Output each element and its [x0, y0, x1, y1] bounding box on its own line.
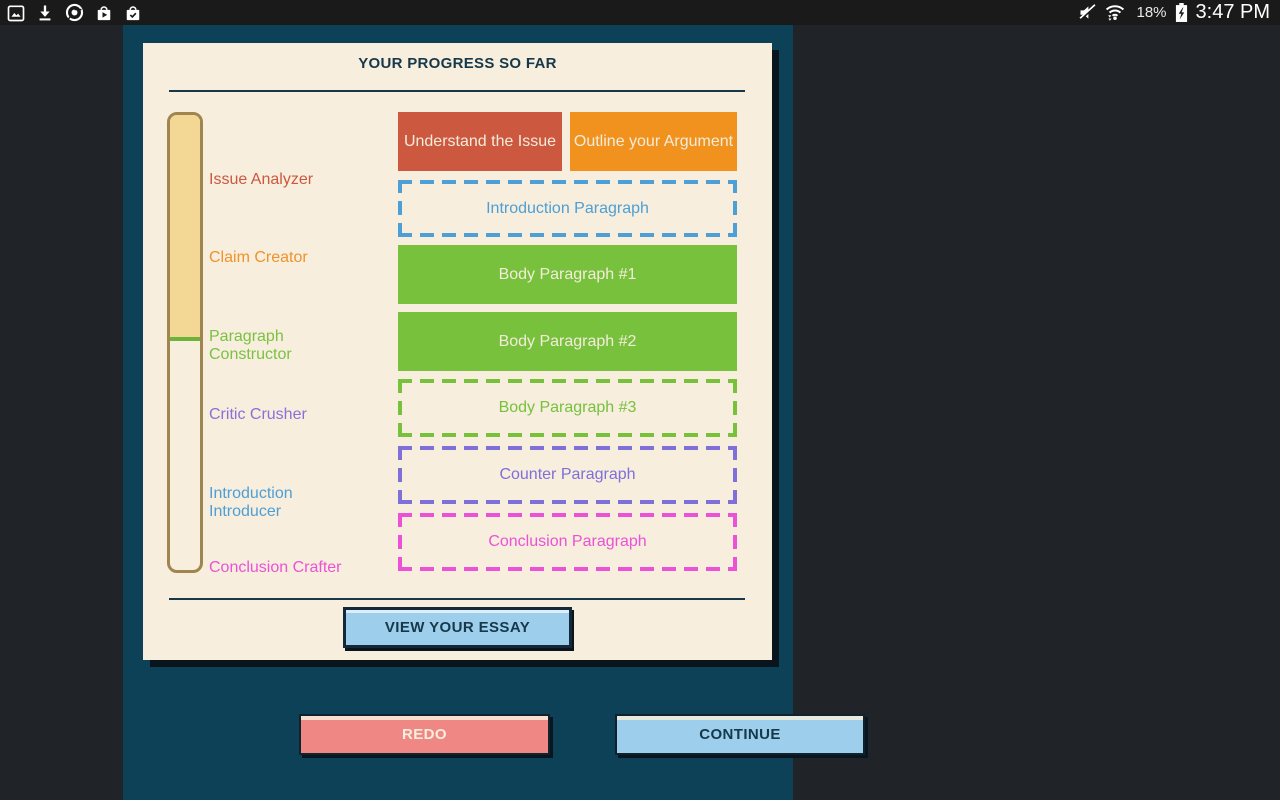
- milestone-claim-creator: Claim Creator: [209, 249, 308, 266]
- progress-track-fill: [170, 115, 200, 337]
- gallery-icon: [6, 3, 26, 23]
- bottom-divider: [169, 598, 745, 600]
- step-introduction-paragraph: Introduction Paragraph: [398, 180, 737, 237]
- status-bar[interactable]: 18% 3:47 PM: [0, 0, 1280, 25]
- step-counter-paragraph: Counter Paragraph: [398, 446, 737, 504]
- milestone-paragraph-constructor: Paragraph Constructor: [209, 328, 292, 363]
- progress-level-marker: [170, 337, 200, 341]
- step-body-paragraph-2: Body Paragraph #2: [398, 312, 737, 371]
- chrome-icon: [64, 2, 85, 23]
- milestone-introduction-introducer: Introduction Introducer: [209, 485, 293, 520]
- progress-card: YOUR PROGRESS SO FAR Issue Analyzer Clai…: [143, 43, 772, 660]
- milestone-issue-analyzer: Issue Analyzer: [209, 171, 314, 188]
- step-body-paragraph-1: Body Paragraph #1: [398, 245, 737, 304]
- battery-percent: 18%: [1136, 4, 1167, 21]
- step-outline-your-argument: Outline your Argument: [570, 112, 737, 171]
- clock: 3:47 PM: [1195, 1, 1270, 23]
- bag-check-icon: [123, 3, 143, 23]
- step-conclusion-paragraph: Conclusion Paragraph: [398, 513, 737, 571]
- volume-muted-icon: [1077, 2, 1098, 23]
- app-panel: YOUR PROGRESS SO FAR Issue Analyzer Clai…: [123, 25, 865, 800]
- wifi-icon: [1104, 2, 1126, 23]
- step-body-paragraph-3: Body Paragraph #3: [398, 379, 737, 437]
- download-icon: [35, 3, 55, 23]
- step-understand-the-issue: Understand the Issue: [398, 112, 562, 171]
- milestone-conclusion-crafter: Conclusion Crafter: [209, 559, 342, 576]
- notification-icons: [6, 0, 143, 25]
- redo-button[interactable]: REDO: [299, 714, 550, 755]
- page-title: YOUR PROGRESS SO FAR: [358, 55, 557, 72]
- milestone-critic-crusher: Critic Crusher: [209, 406, 307, 423]
- battery-charging-icon: [1175, 2, 1188, 23]
- continue-button[interactable]: CONTINUE: [615, 714, 865, 755]
- view-your-essay-button[interactable]: VIEW YOUR ESSAY: [343, 607, 572, 648]
- system-status-icons: 18% 3:47 PM: [1077, 0, 1274, 25]
- play-store-icon: [94, 3, 114, 23]
- top-divider: [169, 90, 745, 92]
- progress-track: [167, 112, 203, 573]
